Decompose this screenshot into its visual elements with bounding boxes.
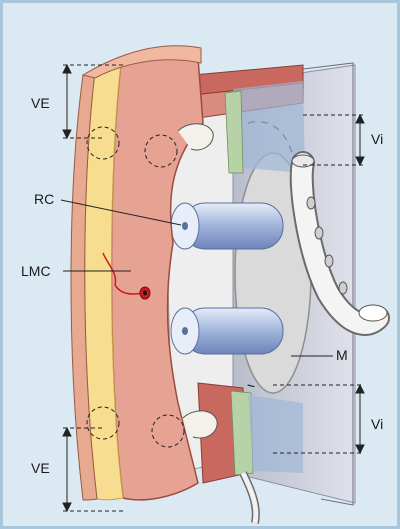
rc-label: RC bbox=[34, 192, 54, 206]
ve-top-label: VE bbox=[31, 96, 50, 110]
m-label: M bbox=[336, 348, 348, 362]
rectus-cylinder-upper bbox=[171, 203, 283, 249]
ve-bottom-label: VE bbox=[31, 461, 50, 475]
rectus-cylinder-lower bbox=[171, 308, 283, 354]
vi-top-label: Vi bbox=[371, 132, 383, 146]
abdominal-wall-illustration bbox=[3, 3, 397, 526]
lmc-label: LMC bbox=[21, 264, 51, 278]
vi-bottom-label: Vi bbox=[371, 417, 383, 431]
